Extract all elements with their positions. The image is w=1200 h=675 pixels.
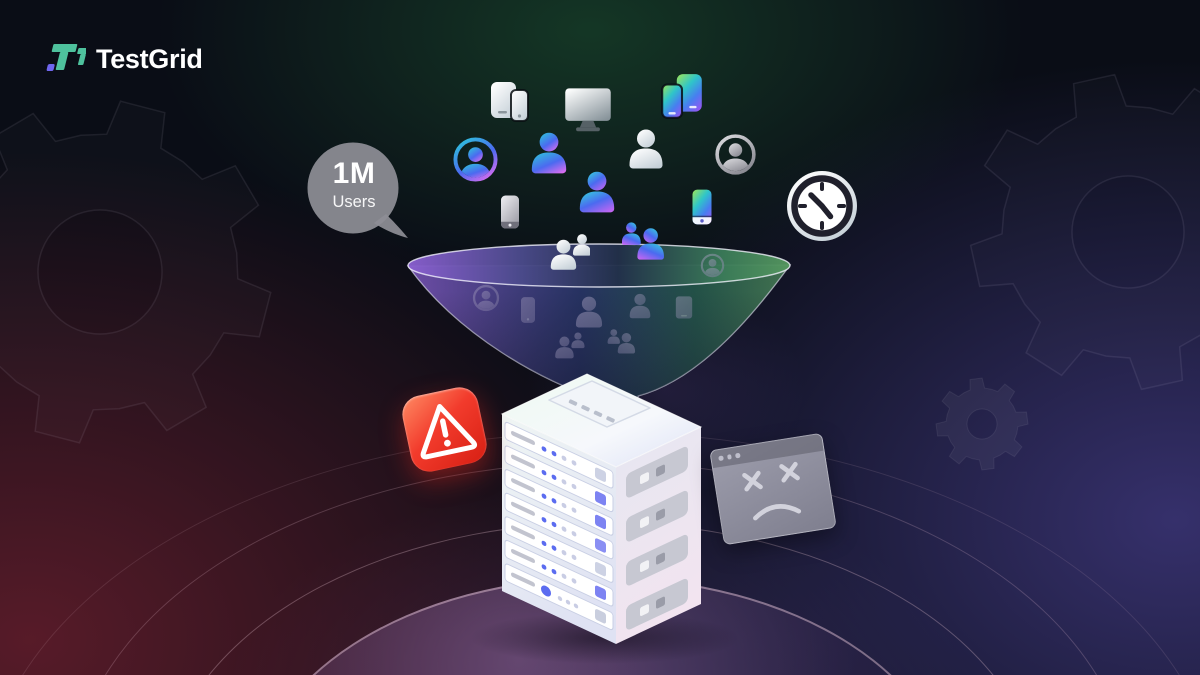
error-window bbox=[709, 432, 837, 546]
warning-icon bbox=[398, 383, 491, 476]
people-white-icon bbox=[544, 228, 592, 272]
funnel-people-2-icon bbox=[607, 325, 641, 355]
window-titlebar-dot bbox=[718, 455, 724, 461]
gear-icon bbox=[935, 377, 1029, 471]
user-count-value: 1M bbox=[332, 157, 376, 190]
user-count-label: Users bbox=[332, 192, 376, 211]
gear-icon bbox=[969, 73, 1200, 391]
phone-vivid-icon bbox=[683, 181, 721, 233]
funnel-avatar-2-icon bbox=[700, 253, 725, 278]
funnel-phone-icon bbox=[514, 290, 542, 330]
brand-name: TestGrid bbox=[96, 43, 203, 74]
funnel-person-icon bbox=[570, 292, 608, 332]
monitor-icon bbox=[561, 83, 615, 135]
person-blue-icon bbox=[572, 165, 622, 219]
funnel-opening bbox=[407, 243, 791, 288]
warning-triangle-icon bbox=[420, 404, 478, 460]
funnel-person-2-icon bbox=[625, 289, 655, 323]
speech-bubble-text: 1M Users bbox=[308, 158, 400, 212]
person-white-icon bbox=[622, 124, 670, 174]
gear-icon bbox=[0, 100, 272, 444]
window-titlebar-dot bbox=[735, 453, 741, 459]
funnel-people-icon bbox=[549, 328, 585, 360]
phone-tablet-icon bbox=[656, 72, 708, 122]
clock-icon bbox=[782, 164, 862, 246]
window-titlebar-dot bbox=[726, 454, 732, 460]
funnel-avatar-icon bbox=[472, 284, 500, 312]
person-gradient-icon bbox=[524, 127, 574, 179]
tablet-phone-icon bbox=[486, 79, 534, 127]
testgrid-logo-icon bbox=[46, 44, 86, 71]
brand-logo: TestGrid bbox=[46, 42, 203, 76]
phone-gray-icon bbox=[492, 186, 528, 238]
server-illustration bbox=[500, 373, 703, 644]
avatar-gradient-icon bbox=[452, 136, 499, 183]
funnel-tablet-icon bbox=[670, 291, 698, 325]
dead-face-icon bbox=[742, 461, 802, 521]
speech-bubble bbox=[307, 142, 408, 238]
people-blue-icon bbox=[621, 216, 672, 262]
avatar-gray-icon bbox=[714, 133, 757, 176]
